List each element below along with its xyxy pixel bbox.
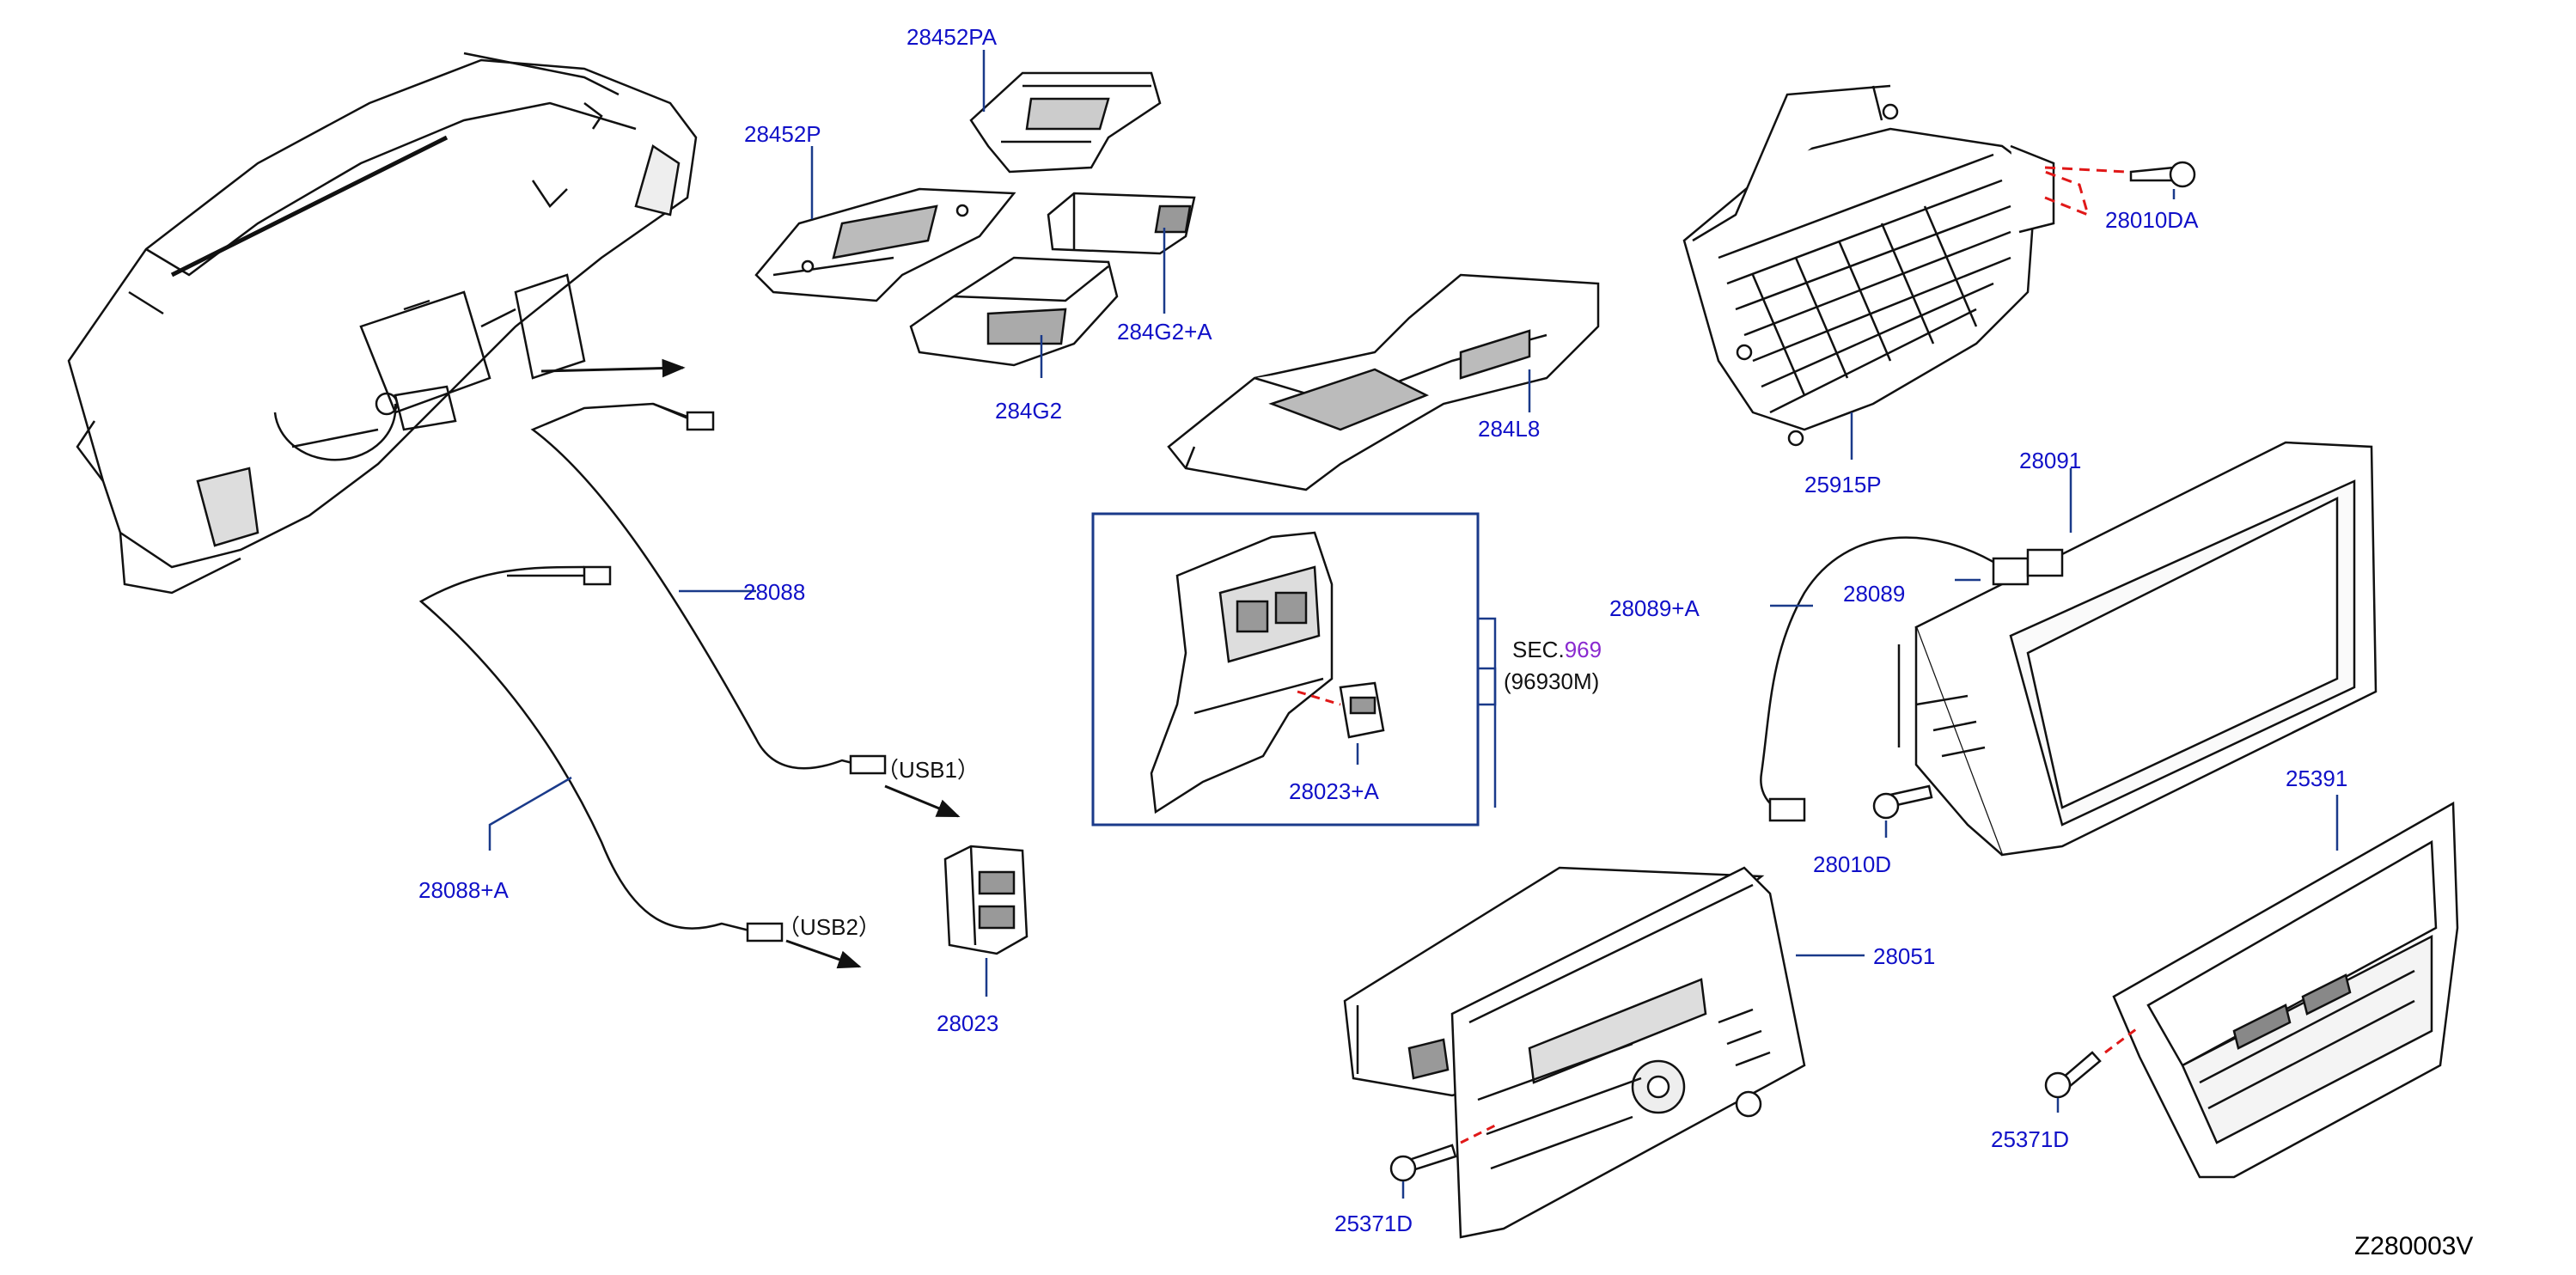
usb-cable-28088a-illustration (418, 565, 784, 943)
label-96930m: (96930M) (1504, 668, 1599, 694)
drawing-code: Z280003V (2354, 1232, 2473, 1260)
dashed-line-28023a (1297, 690, 1341, 706)
display-28091-illustration (1897, 441, 2378, 857)
label-25371d-right: 25371D (1991, 1126, 2069, 1152)
label-284g2: 284G2 (995, 398, 1062, 424)
label-28089a: 28089+A (1609, 595, 1700, 621)
label-28091: 28091 (2019, 448, 2081, 473)
screw-25371d-left-illustration (1389, 1144, 1457, 1182)
label-28452pa: 28452PA (906, 24, 998, 50)
bracket-28452p-illustration (754, 187, 1016, 302)
label-usb1: （USB1） (876, 757, 980, 783)
label-28089: 28089 (1843, 581, 1905, 607)
dashboard-arrow (540, 358, 686, 378)
usb-cable-28088-illustration (530, 402, 887, 775)
label-28010da: 28010DA (2105, 207, 2199, 233)
module-284g2-illustration (909, 256, 1119, 367)
label-28088a: 28088+A (418, 877, 509, 903)
label-284l8: 284L8 (1478, 416, 1540, 442)
panel-25391-illustration (2112, 801, 2459, 1179)
label-25371d-left: 25371D (1334, 1211, 1413, 1236)
rear-console-illustration (1150, 531, 1334, 814)
usb-jack-28023-illustration (943, 845, 1029, 955)
usb-jack-28023a-illustration (1339, 681, 1385, 739)
label-284g2a: 284G2+A (1117, 319, 1212, 345)
label-25391: 25391 (2286, 766, 2347, 791)
label-28452p: 28452P (744, 121, 821, 147)
usb2-arrow (785, 939, 862, 969)
bolt-28010da-illustration (2129, 161, 2196, 188)
usb1-arrow (884, 784, 961, 818)
label-28088: 28088 (743, 579, 805, 605)
screw-25371d-right-illustration (2044, 1051, 2102, 1099)
radio-28051-illustration (1343, 866, 1806, 1239)
label-usb2: （USB2） (778, 914, 881, 940)
label-28023a: 28023+A (1289, 778, 1379, 804)
nav-unit-25915p-illustration (1682, 84, 2055, 447)
callout-labels: 28452PA 28452P 284G2+A 284G2 284L8 25915… (418, 24, 2347, 1236)
screw-28010d-illustration (1872, 784, 1933, 820)
cable-28089a-illustration (1760, 536, 2064, 822)
console-284l8-illustration (1167, 273, 1600, 491)
dashed-line-25371d-right (2104, 1025, 2140, 1054)
dashed-line-25371d-left (1460, 1124, 1496, 1144)
dashed-line-28010da (2044, 166, 2127, 217)
callout-leaders (488, 50, 2339, 1199)
label-sec-969: SEC.969 (1512, 637, 1602, 662)
label-28051: 28051 (1873, 943, 1935, 969)
label-28023: 28023 (937, 1010, 998, 1036)
label-25915p: 25915P (1804, 472, 1882, 497)
module-284g2a-illustration (1047, 192, 1196, 255)
label-28010d: 28010D (1813, 851, 1891, 877)
bracket-28452pa-illustration (969, 71, 1162, 174)
dashboard-illustration (67, 52, 698, 595)
